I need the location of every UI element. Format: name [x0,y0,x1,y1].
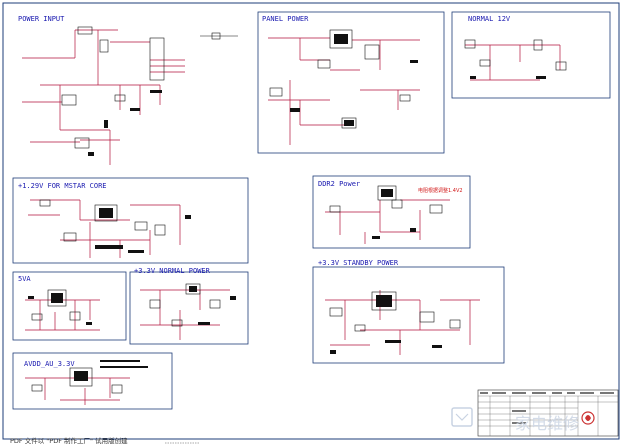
watermark: 家电维修 [451,407,579,433]
section-standby-33v: +3.3V STANDBY POWER [312,259,505,364]
section-frame [312,266,505,364]
footer-text: PDF 文件以 "PDF 制作工厂" 试用版创建 [10,436,128,445]
title-block [477,389,619,437]
ddr2-red-note: 电阻根据调整1.4V2 [418,187,463,194]
section-frame [257,11,445,154]
section-title: +3.3V NORMAL POWER [134,267,211,275]
section-avdd-au: AVDD_AU_3.3V [12,352,173,410]
section-frame [451,11,611,99]
watermark-text: 家电维修 [515,414,579,433]
section-frame [12,352,173,410]
section-frame [129,271,249,345]
section-title: NORMAL 12V [468,15,511,23]
section-title: +3.3V STANDBY POWER [318,259,399,267]
section-title: AVDD_AU_3.3V [24,360,75,368]
section-frame [12,271,127,341]
section-title: +1.29V FOR MSTAR CORE [18,182,107,190]
section-5va: 5VA [12,271,127,341]
section-title: POWER INPUT [18,15,65,23]
section-power-input: POWER INPUT [18,15,238,165]
section-panel-power: PANEL POWER [257,11,445,154]
company-logo [581,411,595,425]
section-core-129v: +1.29V FOR MSTAR CORE [12,177,249,264]
section-ddr2-power: DDR2 Power 电阻根据调整1.4V2 [312,175,471,249]
section-title: DDR2 Power [318,180,360,188]
section-normal-33v: +3.3V NORMAL POWER [129,267,249,345]
section-title: 5VA [18,275,31,283]
section-frame [312,175,471,249]
section-frame [12,177,249,264]
section-title: PANEL POWER [262,15,309,23]
sheet-border [2,2,620,440]
section-normal-12v: NORMAL 12V [451,11,611,99]
